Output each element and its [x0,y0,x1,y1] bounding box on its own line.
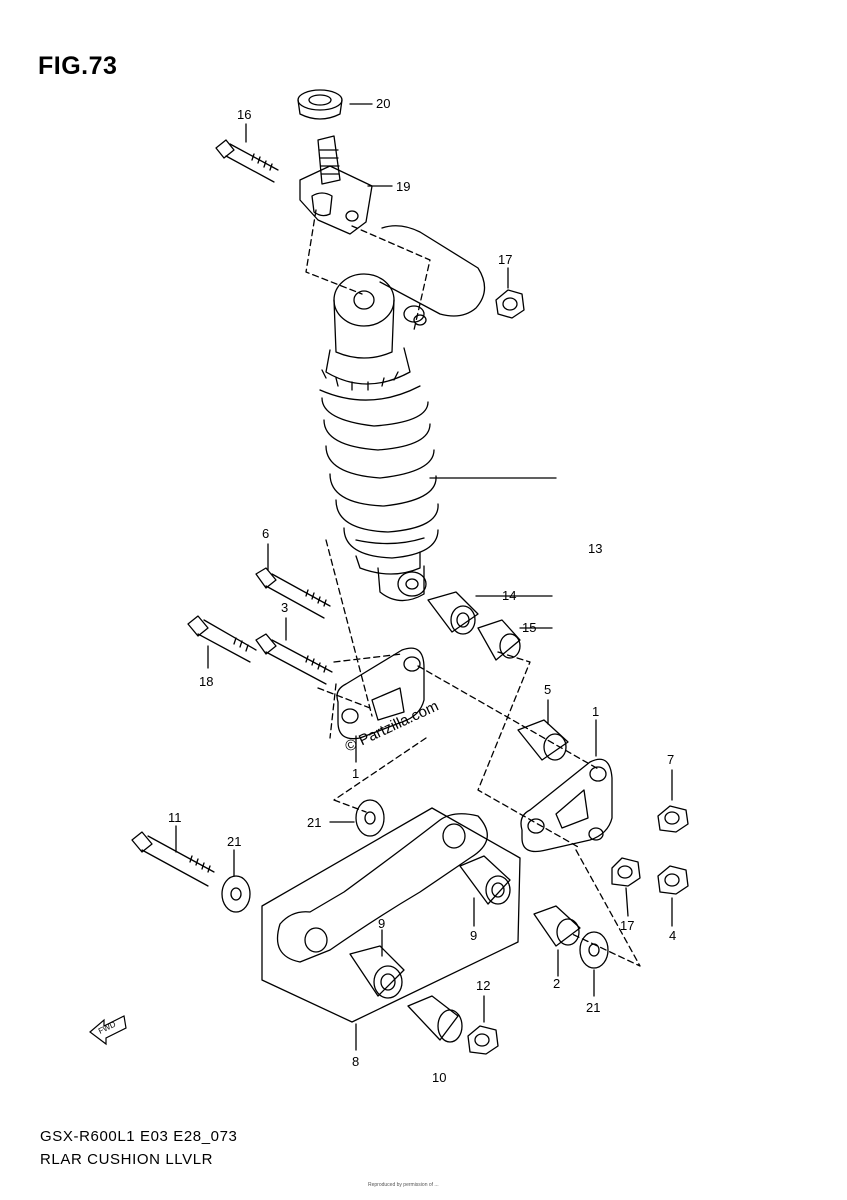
part-collar-5 [517,719,569,761]
part-nut-17-lower [611,857,641,917]
part-bolt-6 [255,567,331,619]
part-washer-21-right [579,931,609,997]
watermark: © Partzilla.com [343,698,442,756]
callout-label: 21 [227,834,241,849]
part-washer-21-left [221,849,251,913]
callout-label: 20 [376,96,390,111]
callout-label: 17 [620,918,634,933]
part-bushing-14 [427,591,553,635]
part-bearing-9-lower [349,929,405,999]
callout-label: 10 [432,1070,446,1085]
part-shock-absorber [319,225,486,602]
part-nut-17-upper [495,267,525,319]
callout-label: 3 [281,600,288,615]
callout-label: 1 [352,766,359,781]
part-rubber-bushing [297,89,343,120]
part-collar-15 [477,619,553,661]
callout-label: 4 [669,928,676,943]
callout-label: 8 [352,1054,359,1069]
callout-label: 11 [168,810,182,825]
part-collar-2 [533,905,581,977]
part-nut-12 [467,995,499,1055]
callout-label: 21 [307,815,321,830]
callout-label: 12 [476,978,490,993]
alignment-guide-middle [317,539,601,849]
callout-label: 17 [498,252,512,267]
part-nut-4 [657,865,689,927]
callout-label: 14 [502,588,516,603]
part-cushion-lever-plate-left [336,647,425,740]
part-bolt-18 [187,615,257,663]
callout-label: 9 [378,916,385,931]
callout-label: 15 [522,620,536,635]
forward-arrow-icon: FWD [89,1015,127,1046]
callout-label: 7 [667,752,674,767]
part-bolt-16 [215,139,279,183]
part-shock-top-mount [299,135,373,235]
callout-label: 18 [199,674,213,689]
callout-label: 19 [396,179,410,194]
part-bolt-10 [407,995,463,1043]
part-bearing-9-upper [459,855,511,927]
callout-label: 9 [470,928,477,943]
diagram-name: RLAR CUSHION LLVLR [40,1151,214,1168]
callout-label: 21 [586,1000,600,1015]
callout-labels: 20 16 19 17 6 3 18 13 14 15 5 1 1 7 11 2… [168,96,676,1085]
alignment-guide-lower [571,849,641,967]
part-bolt-3 [255,633,333,685]
model-code: GSX-R600L1 E03 E28_073 [40,1128,238,1145]
callout-label: 2 [553,976,560,991]
part-bolt-11 [131,825,215,887]
part-cushion-rod [261,807,521,1051]
callout-label: 5 [544,682,551,697]
callout-label: 13 [588,541,602,556]
part-nut-7 [657,769,689,833]
part-cushion-lever-plate-right [520,758,613,853]
copyright-notice: Reproduced by permission of ... [368,1182,439,1188]
figure-title: FIG.73 [38,52,118,80]
part-washer-21-middle [329,799,385,837]
callout-label: 6 [262,526,269,541]
callout-label: 1 [592,704,599,719]
callout-label: 16 [237,107,251,122]
